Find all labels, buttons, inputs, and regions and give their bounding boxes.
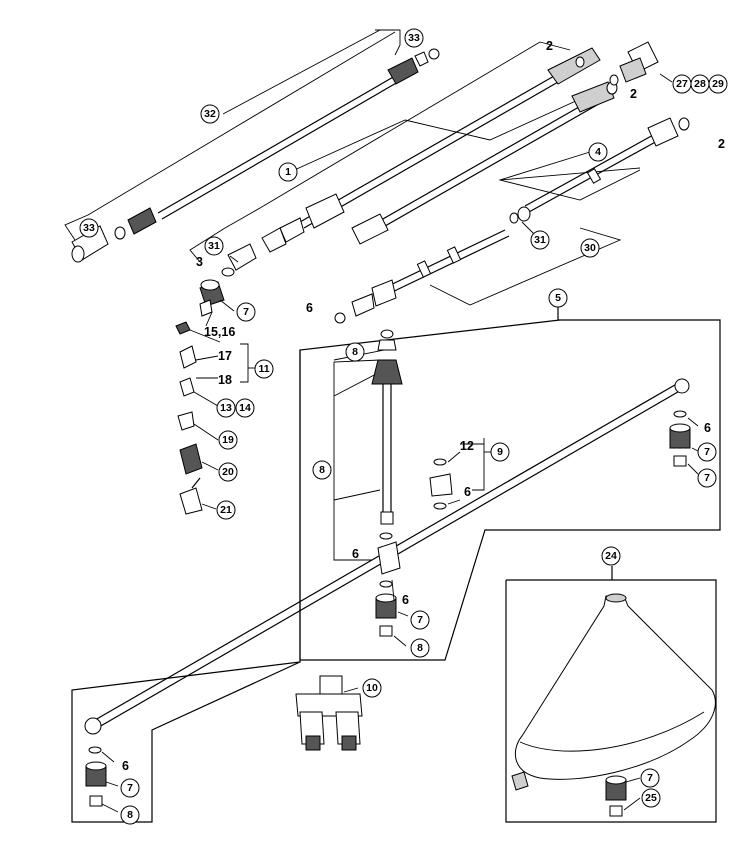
callout-13: 10	[362, 678, 382, 698]
callout-20: 14	[235, 398, 255, 418]
label-18: 18	[218, 373, 232, 387]
svg-text:7: 7	[243, 306, 249, 318]
lance-1	[227, 47, 601, 271]
lance-32	[71, 48, 440, 263]
callout-21: 19	[218, 430, 238, 450]
callout-8-middle: 8	[410, 638, 430, 658]
callout-11: 9	[490, 442, 510, 462]
svg-text:10: 10	[366, 682, 378, 694]
callout-7-middle: 7	[410, 610, 430, 630]
svg-text:8: 8	[417, 642, 423, 654]
clamp-13	[295, 675, 363, 751]
callout-23: 21	[216, 500, 236, 520]
svg-text:7: 7	[704, 472, 710, 484]
lance-2-right	[509, 117, 690, 224]
callout-22: 20	[218, 462, 238, 482]
callout-5: 5	[548, 288, 568, 308]
callout-31: 3131	[204, 236, 224, 256]
label-15-16: 15,16	[204, 325, 235, 339]
label-2-middle: 2	[630, 87, 637, 101]
svg-text:9: 9	[497, 446, 503, 458]
callout-1: 1	[278, 162, 298, 182]
svg-text:7: 7	[417, 614, 423, 626]
svg-text:8: 8	[127, 809, 133, 821]
svg-text:31: 31	[208, 240, 220, 252]
callout-7-nozzle: 7	[236, 302, 256, 322]
label-6-fitting: 6	[464, 485, 471, 499]
callout-14: 11	[254, 359, 274, 379]
callout-7-right: 7	[697, 442, 717, 462]
svg-text:4: 4	[595, 146, 601, 158]
svg-text:7: 7	[647, 772, 653, 784]
label-6-lance: 6	[306, 301, 313, 315]
label-2-right: 2	[718, 137, 725, 151]
boom-middle-fitting	[429, 451, 461, 510]
cone-24	[505, 566, 717, 823]
svg-text:28: 28	[694, 78, 706, 90]
callout-7-left: 7	[120, 778, 140, 798]
callout-30: 31	[530, 230, 550, 250]
callout-33-bottom: 33	[79, 218, 99, 238]
callout-4: 4	[588, 142, 608, 162]
label-17: 17	[218, 349, 232, 363]
svg-text:7: 7	[127, 782, 133, 794]
svg-text:32: 32	[204, 108, 216, 120]
nozzle-stack	[175, 267, 235, 515]
svg-text:33: 33	[83, 222, 95, 234]
label-2-top: 2	[546, 39, 553, 53]
svg-text:30: 30	[584, 242, 596, 254]
svg-text:29: 29	[712, 78, 724, 90]
callout-9: 8	[312, 460, 332, 480]
callout-26: 27	[672, 74, 692, 94]
callout-8-left: 88	[120, 805, 140, 825]
svg-text:8: 8	[319, 464, 325, 476]
callout-19: 13	[216, 398, 236, 418]
callout-25: 25	[641, 788, 661, 808]
callout-32: 32	[200, 104, 220, 124]
label-6-right: 6	[704, 421, 711, 435]
boom-outline	[71, 306, 721, 823]
lance-29	[334, 229, 510, 324]
callout-8-right: 7	[697, 468, 717, 488]
boom-tube	[84, 378, 690, 735]
label-6-middle: 6	[402, 593, 409, 607]
boom-riser	[371, 329, 403, 540]
svg-text:21: 21	[220, 504, 232, 516]
svg-text:33: 33	[408, 32, 420, 44]
callout-28: 29	[708, 74, 728, 94]
svg-text:1: 1	[285, 166, 291, 178]
svg-text:14: 14	[239, 402, 251, 414]
callout-7-cone: 77	[640, 768, 660, 788]
connector-26-27-28	[609, 41, 659, 86]
svg-text:27: 27	[676, 78, 688, 90]
nozzle-leaders	[189, 255, 256, 510]
label-6-riser: 6	[352, 547, 359, 561]
callout-33-top: 33	[404, 28, 424, 48]
svg-text:13: 13	[220, 402, 232, 414]
upper-bracket-lines	[64, 29, 673, 306]
boom-right-end	[669, 410, 701, 475]
callout-29: 30	[580, 238, 600, 258]
svg-text:11: 11	[258, 363, 269, 375]
lance-4	[351, 81, 618, 245]
svg-text:7: 7	[704, 446, 710, 458]
label-3: 3	[196, 255, 203, 269]
label-6-left: 6	[122, 759, 129, 773]
boom-lower-fitting	[375, 579, 409, 647]
svg-text:5: 5	[555, 292, 561, 304]
svg-text:8: 8	[352, 346, 358, 358]
boom-left-end	[85, 746, 119, 813]
callout-27: 28	[690, 74, 710, 94]
label-12: 12	[460, 439, 474, 453]
svg-text:20: 20	[222, 466, 234, 478]
svg-text:25: 25	[645, 792, 657, 804]
svg-text:24: 24	[605, 550, 617, 562]
svg-text:19: 19	[222, 434, 234, 446]
callout-24: 24	[601, 546, 621, 566]
callout-10: 8	[345, 342, 365, 362]
svg-text:31: 31	[534, 234, 546, 246]
